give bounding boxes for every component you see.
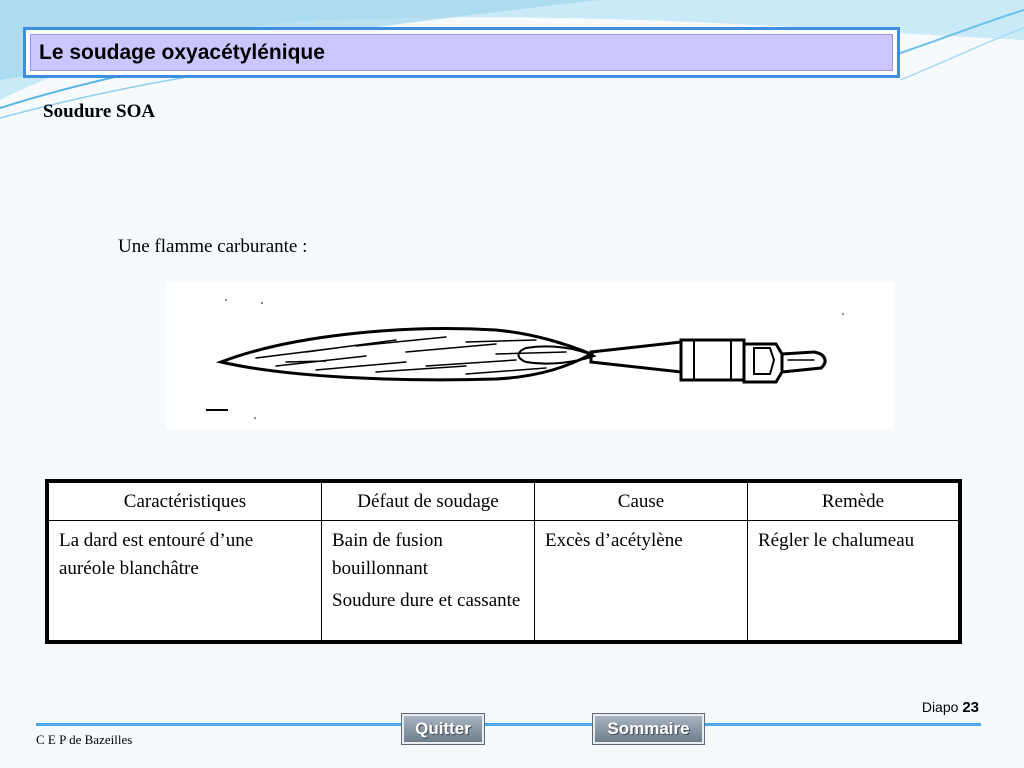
organization-name: C E P de Bazeilles xyxy=(36,732,133,747)
header-characteristics: Caractéristiques xyxy=(48,482,322,521)
footer-divider xyxy=(36,723,981,726)
section-subtitle: Soudure SOA xyxy=(43,101,156,122)
cell-cause: Excès d’acétylène xyxy=(534,520,748,641)
flame-illustration xyxy=(166,282,894,429)
table-header-row: Caractéristiques Défaut de soudage Cause… xyxy=(48,482,959,521)
quit-button[interactable]: Quitter xyxy=(401,713,485,745)
cell-remedy: Régler le chalumeau xyxy=(747,520,959,641)
title-frame: Le soudage oxyacétylénique xyxy=(23,27,900,78)
cell-defect: Bain de fusion bouillonnant Soudure dure… xyxy=(321,520,535,641)
defect-line-2: Soudure dure et cassante xyxy=(332,590,521,611)
summary-button[interactable]: Sommaire xyxy=(592,713,705,745)
slide-counter-label: Diapo xyxy=(921,699,959,715)
slide-number: 23 xyxy=(962,699,979,716)
defect-line-1: Bain de fusion bouillonnant xyxy=(332,530,443,579)
torch-flame-drawing xyxy=(206,299,844,419)
header-remedy: Remède xyxy=(747,482,959,521)
table-row: La dard est entouré d’une auréole blanch… xyxy=(48,520,959,641)
cell-characteristic: La dard est entouré d’une auréole blanch… xyxy=(48,520,322,641)
defects-table: Caractéristiques Défaut de soudage Cause… xyxy=(45,479,962,644)
header-cause: Cause xyxy=(534,482,748,521)
slide-counter: Diapo 23 xyxy=(922,699,979,716)
slide-title: Le soudage oxyacétylénique xyxy=(30,34,893,71)
flame-caption: Une flamme carburante : xyxy=(118,236,308,257)
header-defect: Défaut de soudage xyxy=(321,482,535,521)
